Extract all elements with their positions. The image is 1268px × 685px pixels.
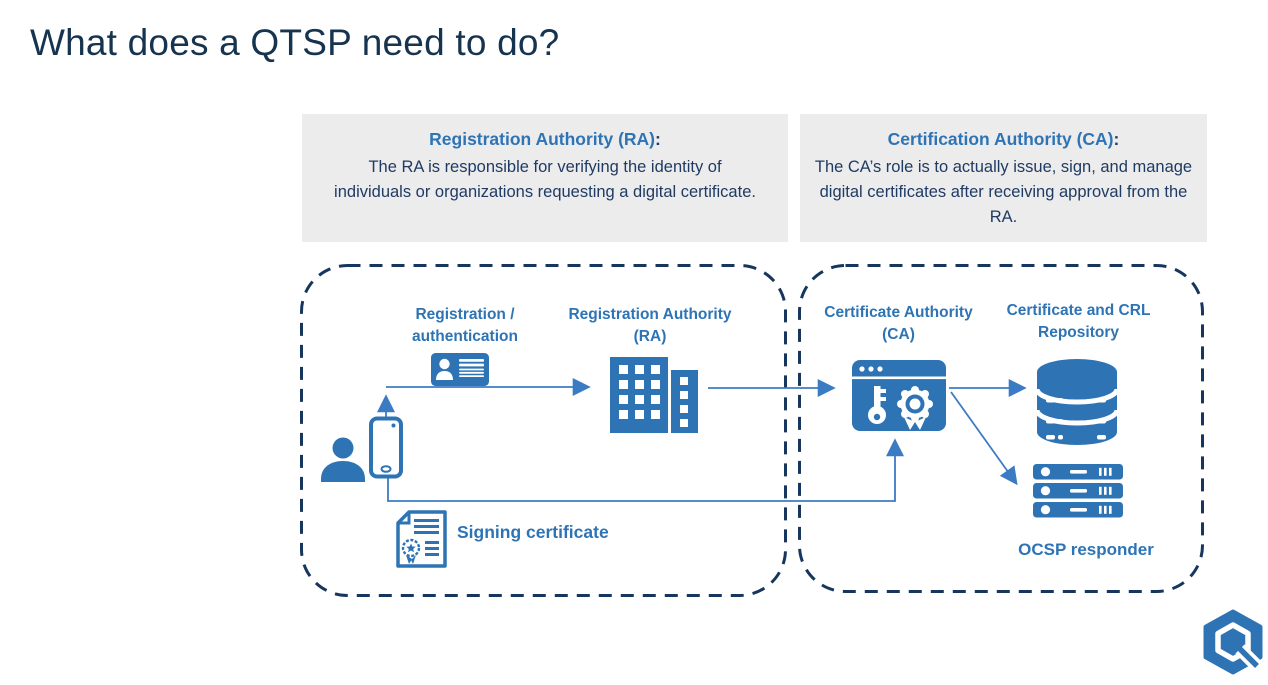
ra-info-heading: Registration Authority (RA):	[328, 129, 762, 150]
page-title: What does a QTSP need to do?	[30, 22, 560, 63]
ra-info-body: The RA is responsible for verifying the …	[334, 158, 756, 201]
certificate-authority-label: Certificate Authority (CA)	[824, 304, 973, 343]
signing-certificate-label: Signing certificate	[457, 522, 609, 542]
signing-certificate-icon	[396, 510, 447, 568]
hexagon-q-logo	[1203, 609, 1264, 675]
ra-info-heading-text: Registration Authority (RA)	[429, 129, 656, 149]
ca-info-heading: Certification Authority (CA):	[810, 129, 1197, 150]
ocsp-responder-label: OCSP responder	[1018, 540, 1154, 559]
rosette-glyph	[897, 386, 933, 430]
database-icon	[1036, 359, 1118, 445]
building-icon	[610, 357, 698, 433]
ra-info-heading-colon: :	[655, 129, 661, 149]
arrow-return-to-ca	[387, 438, 904, 502]
key-glyph	[868, 386, 886, 424]
ca-info-panel: Certification Authority (CA): The CA’s r…	[800, 114, 1207, 242]
smartphone-icon	[369, 416, 403, 479]
ca-info-heading-colon: :	[1113, 129, 1120, 149]
certificate-seal	[401, 538, 421, 564]
ca-info-body: The CA’s role is to actually issue, sign…	[814, 158, 1193, 226]
registration-authentication-label: Registration / authentication	[412, 306, 518, 345]
certificate-crl-repository-label: Certificate and CRL Repository	[1006, 302, 1151, 341]
ra-info-panel: Registration Authority (RA): The RA is r…	[302, 114, 788, 242]
ca-info-heading-text: Certification Authority (CA)	[887, 129, 1114, 149]
user-icon	[321, 437, 365, 482]
registration-authority-label: Registration Authority (RA)	[568, 306, 732, 345]
certificate-authority-icon	[852, 360, 946, 431]
arrow-ca-to-ocsp	[950, 391, 1018, 486]
server-stack-icon	[1033, 464, 1123, 518]
id-card-icon	[431, 353, 489, 386]
